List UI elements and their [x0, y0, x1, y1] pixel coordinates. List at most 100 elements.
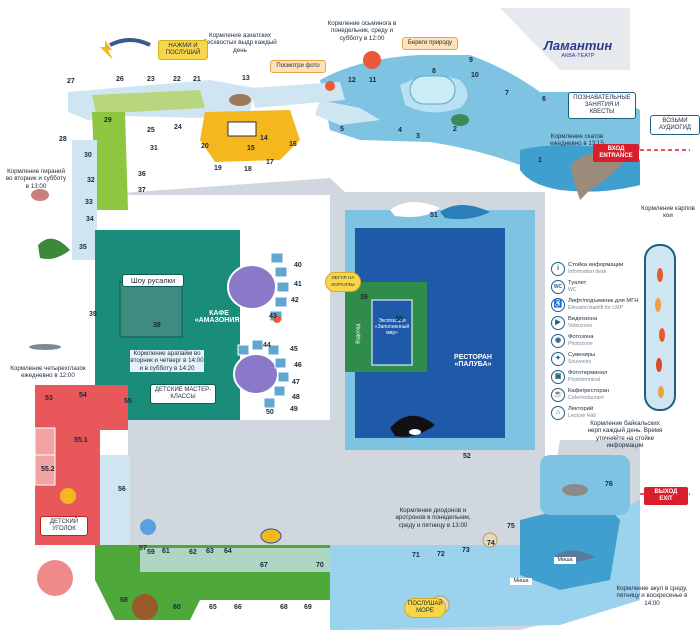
exhibit-marker[interactable]: 43 — [269, 313, 277, 320]
exhibit-marker[interactable]: 40 — [294, 262, 302, 269]
exhibit-marker[interactable]: 45 — [290, 346, 298, 353]
exhibit-marker[interactable]: 59 — [147, 549, 155, 556]
exhibit-marker[interactable]: 71 — [412, 552, 420, 559]
exhibit-marker[interactable]: 52 — [463, 453, 471, 460]
edu-quests-tag[interactable]: ПОЗНАВАТЕЛЬНЫЕ ЗАНЯТИЯ И КВЕСТЫ — [568, 92, 636, 119]
exhibit-marker[interactable]: 28 — [59, 136, 67, 143]
exhibit-marker[interactable]: 10 — [471, 72, 479, 79]
exhibit-marker[interactable]: 75 — [507, 523, 515, 530]
exhibit-marker[interactable]: 3 — [416, 133, 420, 140]
exhibit-marker[interactable]: 14 — [260, 135, 268, 142]
exhibit-marker[interactable]: 66 — [234, 604, 242, 611]
exhibit-marker[interactable]: 33 — [85, 199, 93, 206]
exhibit-marker[interactable]: 68 — [280, 604, 288, 611]
exhibit-marker[interactable]: 62 — [189, 549, 197, 556]
exhibit-marker[interactable]: 6 — [542, 96, 546, 103]
exhibit-marker[interactable]: 32 — [87, 177, 95, 184]
exhibit-marker[interactable]: 17 — [266, 159, 274, 166]
exhibit-marker[interactable]: 63 — [206, 548, 214, 555]
exit-button[interactable]: ВЫХОД EXIT — [644, 487, 688, 505]
exhibit-marker[interactable]: 50 — [266, 409, 274, 416]
exhibit-marker[interactable]: 13 — [242, 75, 250, 82]
exhibit-marker[interactable]: 21 — [193, 76, 201, 83]
kids-corner-tag[interactable]: ДЕТСКИЙ УГОЛОК — [40, 516, 88, 536]
kids-class-tag[interactable]: ДЕТСКИЕ МАСТЕР-КЛАССЫ — [150, 384, 216, 404]
exhibit-marker[interactable]: 7 — [505, 90, 509, 97]
brand-name: Ламантин — [543, 38, 613, 53]
exhibit-marker[interactable]: 38 — [395, 316, 403, 323]
exhibit-marker[interactable]: 61 — [162, 548, 170, 555]
exhibit-marker[interactable]: 58 — [120, 597, 128, 604]
exhibit-marker[interactable]: 38 — [153, 322, 161, 329]
brand-logo[interactable]: Ламантин Аква-театр — [528, 18, 628, 68]
exhibit-marker[interactable]: 1 — [538, 157, 542, 164]
exhibit-marker[interactable]: 8 — [432, 68, 436, 75]
exhibit-marker[interactable]: 24 — [174, 124, 182, 131]
exhibit-marker[interactable]: 26 — [116, 76, 124, 83]
exhibit-marker[interactable]: 67 — [260, 562, 268, 569]
photo-tag[interactable]: Посмотри фото — [270, 60, 326, 73]
exhibit-marker[interactable]: 65 — [209, 604, 217, 611]
exhibit-marker[interactable]: 42 — [291, 297, 299, 304]
exhibit-marker[interactable]: 70 — [316, 562, 324, 569]
exhibit-marker[interactable]: 37 — [138, 187, 146, 194]
exhibit-marker[interactable]: 29 — [104, 117, 112, 124]
exhibit-marker[interactable]: 64 — [224, 548, 232, 555]
exhibit-marker[interactable]: 20 — [201, 143, 209, 150]
exhibit-marker[interactable]: 47 — [292, 379, 300, 386]
exhibit-marker[interactable]: 19 — [214, 165, 222, 172]
exhibit-marker[interactable]: 5 — [340, 126, 344, 133]
kids-zone — [35, 385, 128, 545]
listen-sea-button[interactable]: ПОСЛУШАЙ МОРЕ — [404, 598, 446, 618]
exhibit-marker[interactable]: 22 — [173, 76, 181, 83]
exhibit-marker[interactable]: 54 — [79, 392, 87, 399]
exhibit-marker[interactable]: 76 — [605, 481, 613, 488]
exhibit-marker[interactable]: 4 — [398, 127, 402, 134]
exhibit-marker[interactable]: 30 — [84, 152, 92, 159]
exhibit-marker[interactable]: 55 — [124, 398, 132, 405]
exhibit-marker[interactable]: 72 — [437, 551, 445, 558]
entrance-label-ru: ВХОД — [607, 146, 625, 152]
exhibit-marker[interactable]: 55.1 — [74, 437, 88, 444]
exhibit-marker[interactable]: 35 — [79, 244, 87, 251]
exhibit-marker[interactable]: 11 — [369, 77, 377, 84]
exhibit-marker[interactable]: 31 — [150, 145, 158, 152]
exhibit-marker[interactable]: 34 — [86, 216, 94, 223]
exhibit-marker[interactable]: 18 — [244, 166, 252, 173]
exhibit-marker[interactable]: 74 — [487, 540, 495, 547]
exhibit-marker[interactable]: 36 — [138, 171, 146, 178]
exhibit-marker[interactable]: 60 — [173, 604, 181, 611]
audioguide-tag[interactable]: ВОЗЬМИ АУДИОГИД — [650, 115, 700, 135]
exhibit-marker[interactable]: 12 — [348, 77, 356, 84]
exhibit-marker[interactable]: 9 — [469, 57, 473, 64]
exhibit-marker[interactable]: 15 — [247, 145, 255, 152]
exhibit-marker[interactable]: 56 — [118, 486, 126, 493]
exhibit-marker[interactable]: 23 — [147, 76, 155, 83]
exhibit-marker[interactable]: 73 — [462, 547, 470, 554]
note-piranha: Кормление пираний во вторник и субботу в… — [5, 168, 67, 190]
exhibit-marker[interactable]: 55.2 — [41, 466, 55, 473]
top-water-corridor — [320, 55, 640, 170]
protect-nature-tag[interactable]: Береги природу — [402, 37, 458, 50]
exhibit-marker[interactable]: 53 — [45, 395, 53, 402]
exhibit-marker[interactable]: 44 — [263, 342, 271, 349]
listen-button[interactable]: НАЖМИ И ПОСЛУШАЙ — [158, 40, 208, 60]
exhibit-marker[interactable]: 41 — [294, 281, 302, 288]
exhibit-marker[interactable]: 16 — [289, 141, 297, 148]
exhibit-marker[interactable]: 25 — [147, 127, 155, 134]
mermaid-show-tag[interactable]: Шоу русалки — [122, 274, 184, 287]
exhibit-marker[interactable]: 46 — [294, 362, 302, 369]
left-tank-strip — [72, 140, 97, 260]
exhibit-marker[interactable]: 51 — [430, 212, 438, 219]
exhibit-marker[interactable]: 49 — [290, 406, 298, 413]
entrance-button[interactable]: ВХОД ENTRANCE — [593, 144, 639, 162]
exhibit-marker[interactable]: 39 — [360, 294, 368, 301]
exhibit-marker[interactable]: 39 — [89, 311, 97, 318]
exhibit-marker[interactable]: 2 — [453, 126, 457, 133]
exhibit-marker[interactable]: 69 — [304, 604, 312, 611]
exhibit-marker[interactable]: 48 — [292, 394, 300, 401]
exhibit-marker[interactable]: 57 — [139, 545, 147, 552]
corals-tag[interactable]: ЛЕГУЛ НА КОРАЛЛЫ — [325, 272, 361, 292]
exhibit-marker[interactable]: 27 — [67, 78, 75, 85]
